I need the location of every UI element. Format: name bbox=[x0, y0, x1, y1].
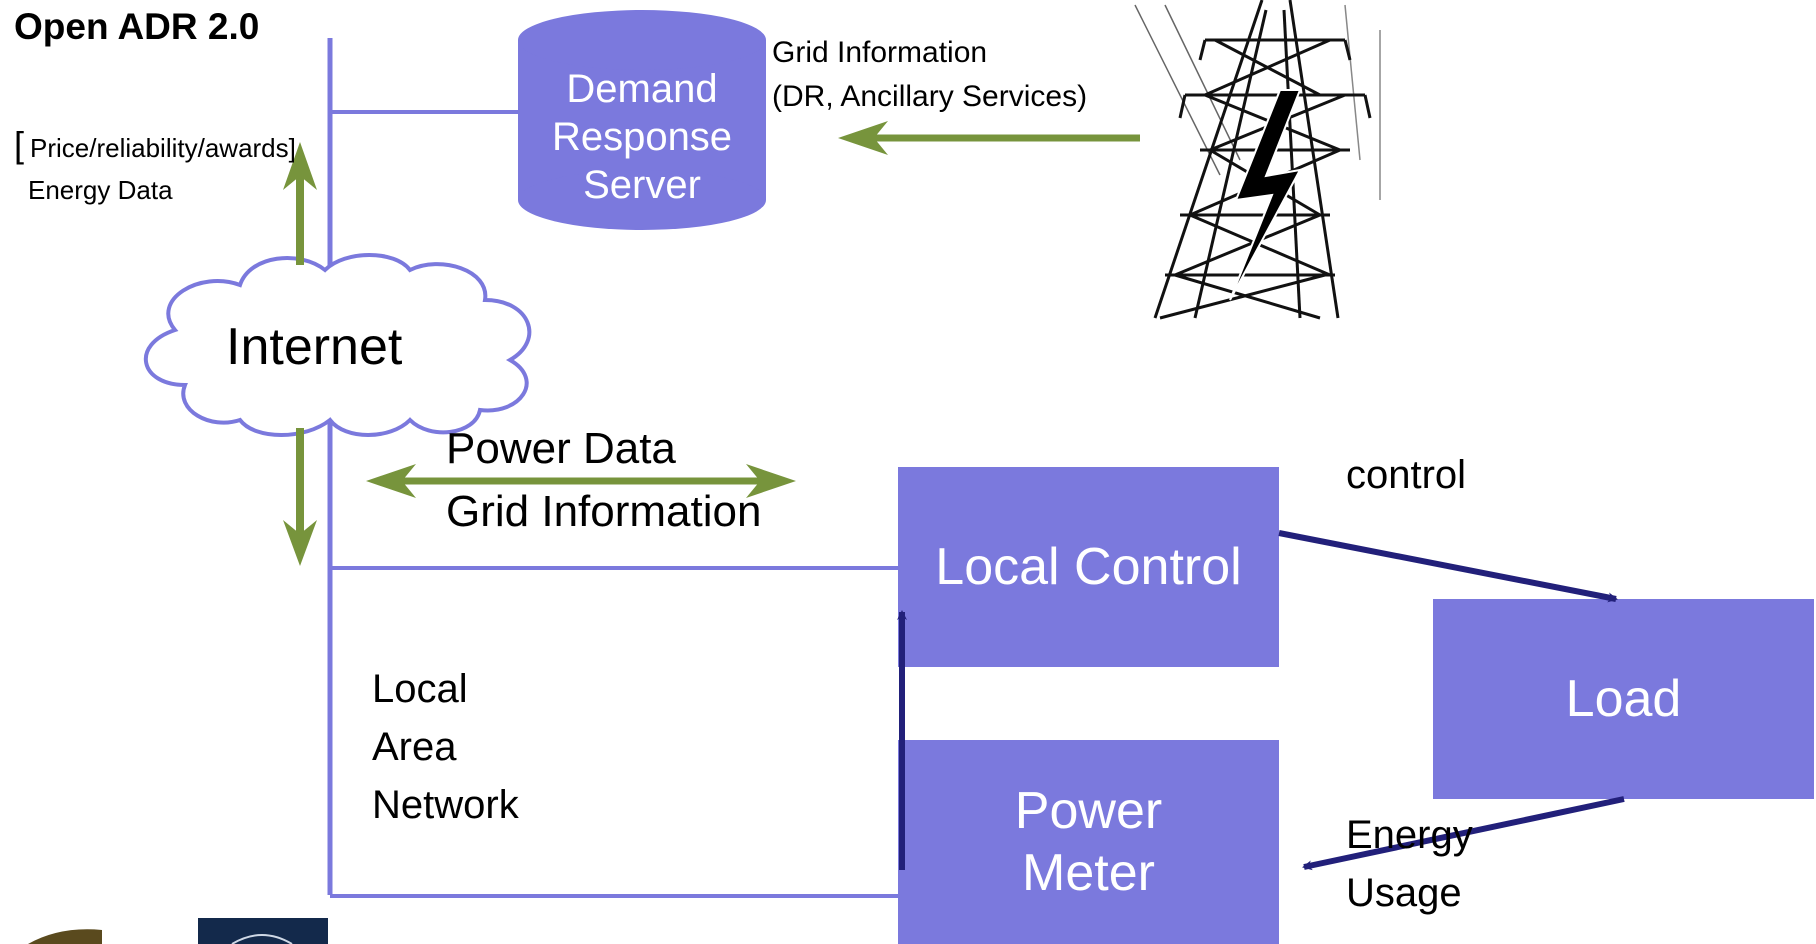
grid-information-label: Grid Information bbox=[772, 36, 988, 69]
seal-logo bbox=[28, 929, 102, 944]
load-label: Load bbox=[1565, 669, 1682, 728]
internet-down-arrow bbox=[283, 428, 317, 566]
demand-response-server-label: Demand Response Server bbox=[518, 52, 766, 222]
control-arrow bbox=[1278, 530, 1618, 603]
server-label-line-2: Response bbox=[551, 115, 733, 159]
power-meter-node[interactable] bbox=[898, 740, 1279, 944]
server-label-line-1: Demand bbox=[566, 67, 718, 111]
power-meter-label: Power Meter bbox=[898, 740, 1279, 944]
lan-label-local: Local bbox=[372, 667, 468, 711]
energy-usage-label-2: Usage bbox=[1346, 871, 1462, 915]
internet-label: Internet bbox=[226, 318, 403, 376]
energy-usage-arrow bbox=[1302, 796, 1625, 871]
lan-label-area: Area bbox=[372, 725, 457, 769]
grid-info-arrow bbox=[838, 121, 1140, 155]
cloud-icon bbox=[143, 253, 532, 437]
institution-logo bbox=[198, 918, 328, 944]
energy-data-label: Energy Data bbox=[28, 175, 173, 205]
control-label: control bbox=[1346, 453, 1467, 497]
local-control-label: Local Control bbox=[935, 537, 1242, 596]
price-bracket: [ bbox=[14, 124, 25, 165]
grid-services-label: (DR, Ancillary Services) bbox=[772, 80, 1088, 113]
energy-usage-label-1: Energy bbox=[1346, 813, 1473, 857]
local-control-node[interactable] bbox=[898, 467, 1279, 667]
load-node[interactable] bbox=[1433, 599, 1814, 799]
page-title: Open ADR 2.0 bbox=[14, 6, 260, 47]
database-cylinder-icon bbox=[518, 10, 766, 230]
price-reliability-awards-label: Price/reliability/awards] bbox=[30, 133, 296, 163]
internet-up-arrow bbox=[283, 142, 317, 265]
power-meter-label-line-1: Power bbox=[1014, 781, 1163, 840]
lightning-bolt-icon bbox=[1229, 89, 1302, 301]
power-meter-label-line-2: Meter bbox=[1022, 844, 1155, 902]
server-label-line-3: Server bbox=[583, 163, 701, 207]
lan-label-network: Network bbox=[372, 783, 519, 827]
grid-information-flow-label: Grid Information bbox=[446, 487, 762, 536]
power-data-label: Power Data bbox=[446, 424, 676, 473]
power-data-double-arrow bbox=[366, 464, 796, 498]
